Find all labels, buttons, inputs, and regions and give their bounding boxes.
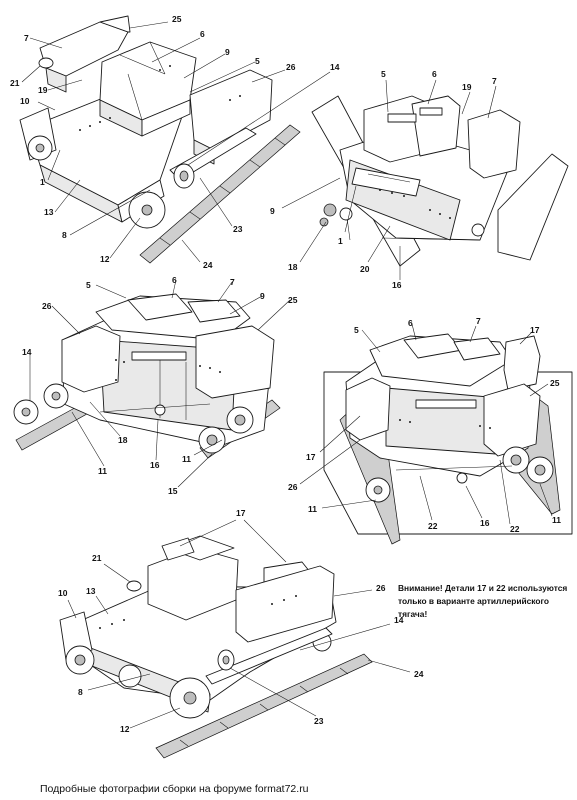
callout-5: 5 — [381, 69, 386, 79]
callout-22: 22 — [510, 524, 520, 534]
callout-11: 11 — [182, 454, 191, 464]
callout-10: 10 — [58, 588, 68, 598]
callout-8: 8 — [78, 687, 83, 697]
callout-19: 19 — [38, 85, 48, 95]
callout-6: 6 — [172, 275, 177, 285]
view-3-leaders — [29, 279, 291, 488]
callout-19: 19 — [462, 82, 472, 92]
view-4-drawing — [323, 333, 573, 545]
callout-16: 16 — [392, 280, 402, 290]
callout-13: 13 — [86, 586, 96, 596]
callout-22: 22 — [428, 521, 438, 531]
callout-7: 7 — [476, 316, 481, 326]
callout-23: 23 — [314, 716, 324, 726]
callout-5: 5 — [354, 325, 359, 335]
callout-18: 18 — [288, 262, 298, 272]
callout-26: 26 — [376, 583, 386, 593]
callout-1: 1 — [40, 177, 45, 187]
view-2-drawing — [311, 95, 569, 267]
callout-16: 16 — [150, 460, 160, 470]
callout-5: 5 — [255, 56, 260, 66]
callout-15: 15 — [168, 486, 178, 496]
callout-24: 24 — [414, 669, 424, 679]
callout-21: 21 — [92, 553, 102, 563]
view-5-drawing — [59, 535, 373, 759]
callout-6: 6 — [432, 69, 437, 79]
view-2-callouts: 5 6 19 7 9 1 18 20 16 — [270, 69, 497, 290]
callout-12: 12 — [120, 724, 130, 734]
callout-6: 6 — [200, 29, 205, 39]
callout-17: 17 — [236, 508, 246, 518]
callout-23: 23 — [233, 224, 243, 234]
view-2-leaders — [281, 79, 497, 280]
warning-note: Внимание! Детали 17 и 22 используются то… — [398, 583, 568, 619]
callout-14: 14 — [330, 62, 340, 72]
view-1-callouts: 25 7 6 9 5 26 14 21 19 10 1 13 8 12 23 2… — [10, 14, 340, 270]
callout-12: 12 — [100, 254, 110, 264]
callout-14: 14 — [22, 347, 32, 357]
callout-6: 6 — [408, 318, 413, 328]
view-1-leaders — [21, 21, 331, 263]
view-3-drawing — [13, 293, 281, 459]
callout-25: 25 — [288, 295, 298, 305]
callout-7: 7 — [230, 277, 235, 287]
view-5-callouts: 17 21 10 13 26 14 8 24 12 23 — [58, 508, 424, 734]
callout-8: 8 — [62, 230, 67, 240]
view-4-leaders — [299, 323, 553, 525]
callout-5: 5 — [86, 280, 91, 290]
callout-9: 9 — [225, 47, 230, 57]
callout-17: 17 — [306, 452, 316, 462]
callout-26: 26 — [42, 301, 52, 311]
view-5-leaders — [67, 519, 411, 729]
callout-13: 13 — [44, 207, 54, 217]
callout-25: 25 — [172, 14, 182, 24]
footer-text: Подробные фотографии сборки на форуме fo… — [40, 783, 309, 795]
callout-1: 1 — [338, 236, 343, 246]
callout-10: 10 — [20, 96, 30, 106]
callout-21: 21 — [10, 78, 20, 88]
callout-7: 7 — [492, 76, 497, 86]
callout-9: 9 — [260, 291, 265, 301]
callout-25: 25 — [550, 378, 560, 388]
callout-17: 17 — [530, 325, 540, 335]
callout-26: 26 — [286, 62, 296, 72]
callout-9: 9 — [270, 206, 275, 216]
callout-26: 26 — [288, 482, 298, 492]
callout-14: 14 — [394, 615, 404, 625]
callout-18: 18 — [118, 435, 128, 445]
callout-20: 20 — [360, 264, 370, 274]
view-4-callouts: 5 6 7 17 25 17 26 11 22 16 22 11 — [288, 316, 561, 534]
callout-11: 11 — [308, 504, 317, 514]
callout-24: 24 — [203, 260, 213, 270]
callout-16: 16 — [480, 518, 490, 528]
callout-11: 11 — [98, 466, 107, 476]
view-1-drawing — [19, 15, 301, 264]
view-3-callouts: 5 6 7 9 25 26 14 18 11 16 11 15 — [22, 275, 298, 496]
callout-7: 7 — [24, 33, 29, 43]
callout-11: 11 — [552, 515, 561, 525]
